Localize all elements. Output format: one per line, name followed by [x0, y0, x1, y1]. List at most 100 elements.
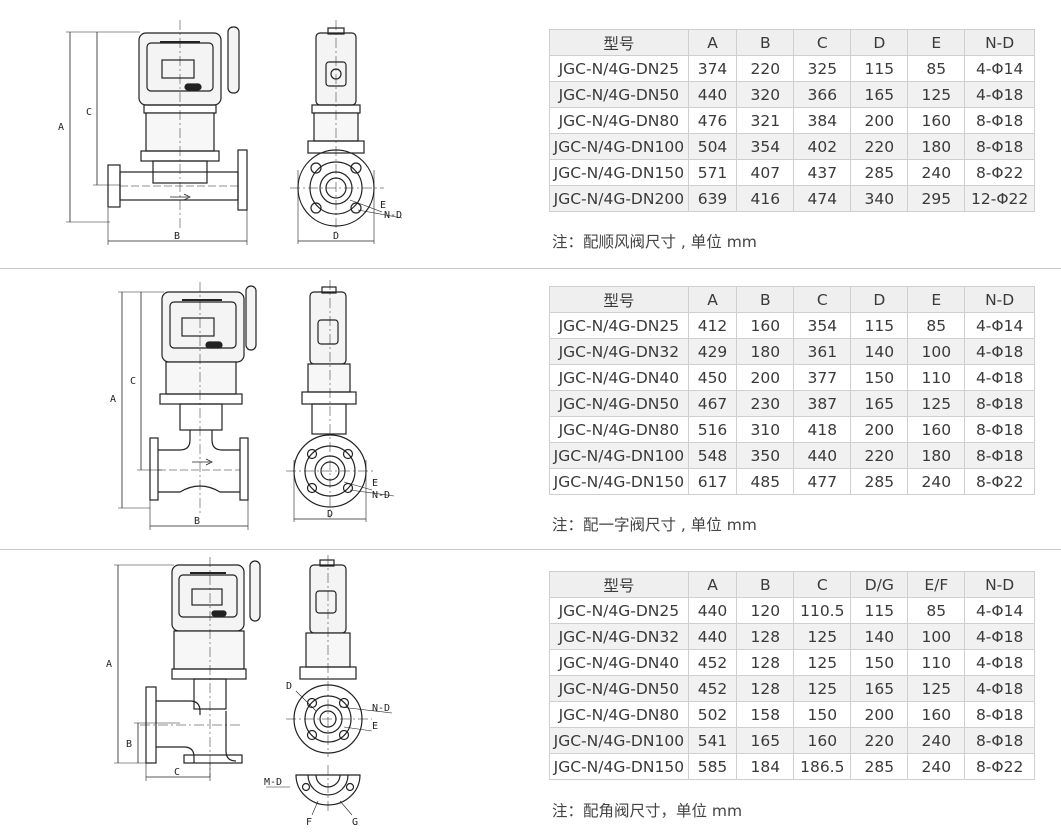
section-inline-valve: A C B D E N-D 型号 A B C D E N-D JGC-N/4G-… [0, 270, 1061, 548]
table-cell: 100 [907, 623, 966, 650]
table-cell: 440 [687, 81, 738, 108]
table-cell: 4-Φ18 [964, 675, 1035, 702]
column-header: N-D [964, 571, 1035, 598]
table-cell: JGC-N/4G-DN32 [549, 338, 689, 365]
table-cell: 220 [850, 727, 909, 754]
table-cell: JGC-N/4G-DN25 [549, 55, 689, 82]
table-cell: 160 [907, 107, 966, 134]
table-cell: 85 [907, 312, 966, 339]
table-cell: 125 [907, 81, 966, 108]
table-cell: JGC-N/4G-DN80 [549, 107, 689, 134]
table-cell: JGC-N/4G-DN150 [549, 159, 689, 186]
dim-label-e: E [380, 200, 386, 211]
table-cell: 437 [793, 159, 852, 186]
table-cell: 115 [850, 312, 909, 339]
table-cell: 450 [687, 364, 738, 391]
table-cell: JGC-N/4G-DN80 [549, 416, 689, 443]
dim-label-a: A [106, 659, 112, 670]
table-cell: 377 [793, 364, 852, 391]
table-cell: 440 [687, 623, 738, 650]
table-cell: 361 [793, 338, 852, 365]
table-cell: 8-Φ22 [964, 468, 1035, 495]
table-cell: 220 [736, 55, 795, 82]
table-cell: 128 [736, 623, 795, 650]
drawing-angle-valve: A B C D E N-D M-D F G [0, 551, 545, 835]
table-cell: 516 [687, 416, 738, 443]
dim-label-md: M-D [264, 777, 282, 788]
technical-drawing: A C B D E N-D [110, 280, 395, 530]
table-cell: 639 [687, 185, 738, 212]
table-cell: 321 [736, 107, 795, 134]
table-cell: JGC-N/4G-DN100 [549, 442, 689, 469]
table-cell: 8-Φ18 [964, 442, 1035, 469]
table-cell: 12-Φ22 [964, 185, 1035, 212]
table-cell: 4-Φ14 [964, 312, 1035, 339]
table-cell: 110 [907, 364, 966, 391]
table-cell: 240 [907, 727, 966, 754]
table-cell: 384 [793, 107, 852, 134]
table-cell: 220 [850, 442, 909, 469]
table-cell: 180 [736, 338, 795, 365]
dim-label-d: D [327, 509, 333, 520]
table-cell: 230 [736, 390, 795, 417]
column-header: N-D [964, 286, 1035, 313]
table-header-row: 型号 A B C D E N-D [549, 286, 1035, 313]
table-cell: 150 [793, 701, 852, 728]
table-cell: 200 [850, 701, 909, 728]
table-cell: 467 [687, 390, 738, 417]
dim-label-nd: N-D [384, 210, 402, 221]
table-cell: JGC-N/4G-DN150 [549, 753, 689, 780]
table-cell: 140 [850, 623, 909, 650]
table-cell: 8-Φ18 [964, 390, 1035, 417]
dim-label-c: C [130, 376, 136, 387]
table-cell: 416 [736, 185, 795, 212]
column-header: N-D [964, 29, 1035, 56]
column-header: A [687, 29, 738, 56]
table-cell: 200 [850, 107, 909, 134]
table-cell: 125 [793, 649, 852, 676]
column-header: E/F [907, 571, 966, 598]
dim-label-b: B [174, 231, 180, 242]
column-header: 型号 [549, 286, 689, 313]
table-cell: 366 [793, 81, 852, 108]
column-header: B [736, 571, 795, 598]
table-cell: 285 [850, 753, 909, 780]
dim-label-a: A [58, 122, 64, 133]
table-cell: 477 [793, 468, 852, 495]
column-header: B [736, 286, 795, 313]
table-cell: 140 [850, 338, 909, 365]
table-cell: JGC-N/4G-DN80 [549, 701, 689, 728]
table-cell: 165 [850, 390, 909, 417]
table-cell: 325 [793, 55, 852, 82]
table-cell: 184 [736, 753, 795, 780]
dim-label-nd: N-D [372, 490, 390, 501]
dim-label-a: A [110, 394, 116, 405]
drawing-inline-valve: A C B D E N-D [0, 270, 545, 540]
table-cell: 571 [687, 159, 738, 186]
table-cell: 220 [850, 133, 909, 160]
table-cell: 310 [736, 416, 795, 443]
table-cell: JGC-N/4G-DN25 [549, 597, 689, 624]
table-cell: 128 [736, 675, 795, 702]
table-cell: JGC-N/4G-DN50 [549, 675, 689, 702]
table-cell: 110.5 [793, 597, 852, 624]
column-header: E [907, 29, 966, 56]
table-cell: JGC-N/4G-DN40 [549, 364, 689, 391]
table-cell: 160 [793, 727, 852, 754]
dim-label-f: F [306, 817, 312, 828]
table-cell: 340 [850, 185, 909, 212]
column-header: 型号 [549, 29, 689, 56]
section-divider [0, 549, 1061, 550]
column-header: A [687, 571, 738, 598]
table-cell: 485 [736, 468, 795, 495]
table-cell: 407 [736, 159, 795, 186]
dim-label-b: B [126, 739, 132, 750]
